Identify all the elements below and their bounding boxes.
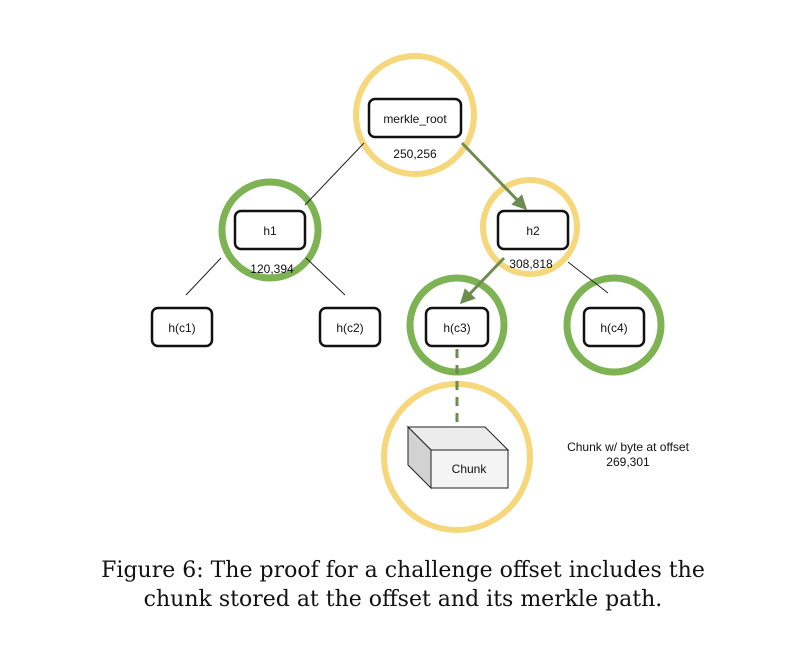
caption-line-1: Figure 6: The proof for a challenge offs…: [101, 558, 705, 583]
c4-ring: [563, 274, 665, 376]
h1-box: [233, 209, 307, 251]
path-arrow-root-h2: [460, 141, 528, 211]
caption-line-2: chunk stored at the offset and its merkl…: [143, 587, 663, 612]
h2-box: [496, 209, 570, 251]
root-box: [367, 97, 463, 139]
c4-box: [582, 306, 646, 348]
chunk-label: Chunk: [452, 462, 488, 476]
root-ring: [353, 53, 477, 177]
c1-label: h(c1): [168, 321, 195, 335]
h2-label: h2: [526, 224, 540, 238]
root-value: 250,256: [393, 147, 437, 161]
c3-label: h(c3): [443, 321, 470, 335]
c4-label: h(c4): [600, 321, 627, 335]
c1-box: [150, 306, 214, 348]
chunk-annotation-line2: 269,301: [606, 455, 650, 469]
c2-box: [318, 306, 382, 348]
edge-h1-c1: [185, 257, 222, 296]
h2-value: 308,818: [509, 257, 553, 271]
figure-caption: Figure 6: The proof for a challenge offs…: [0, 556, 806, 614]
path-arrow-h2-c3: [459, 256, 506, 305]
h1-value: 120,394: [250, 262, 294, 276]
edge-h2-c4: [567, 261, 609, 294]
edge-h1-c2: [305, 257, 346, 296]
h1-label: h1: [263, 224, 277, 238]
c2-label: h(c2): [336, 321, 363, 335]
c3-box: [424, 306, 490, 348]
root-label: merkle_root: [383, 112, 447, 126]
chunk-annotation-line1: Chunk w/ byte at offset: [567, 440, 690, 454]
h1-ring: [218, 178, 322, 282]
edge-root-h1: [304, 142, 365, 206]
chunk-box-icon: [406, 425, 510, 490]
h2-ring: [480, 177, 580, 277]
merkle-proof-diagram: merkle_root 250,256 h1 120,394 h2 308,81…: [150, 53, 690, 533]
